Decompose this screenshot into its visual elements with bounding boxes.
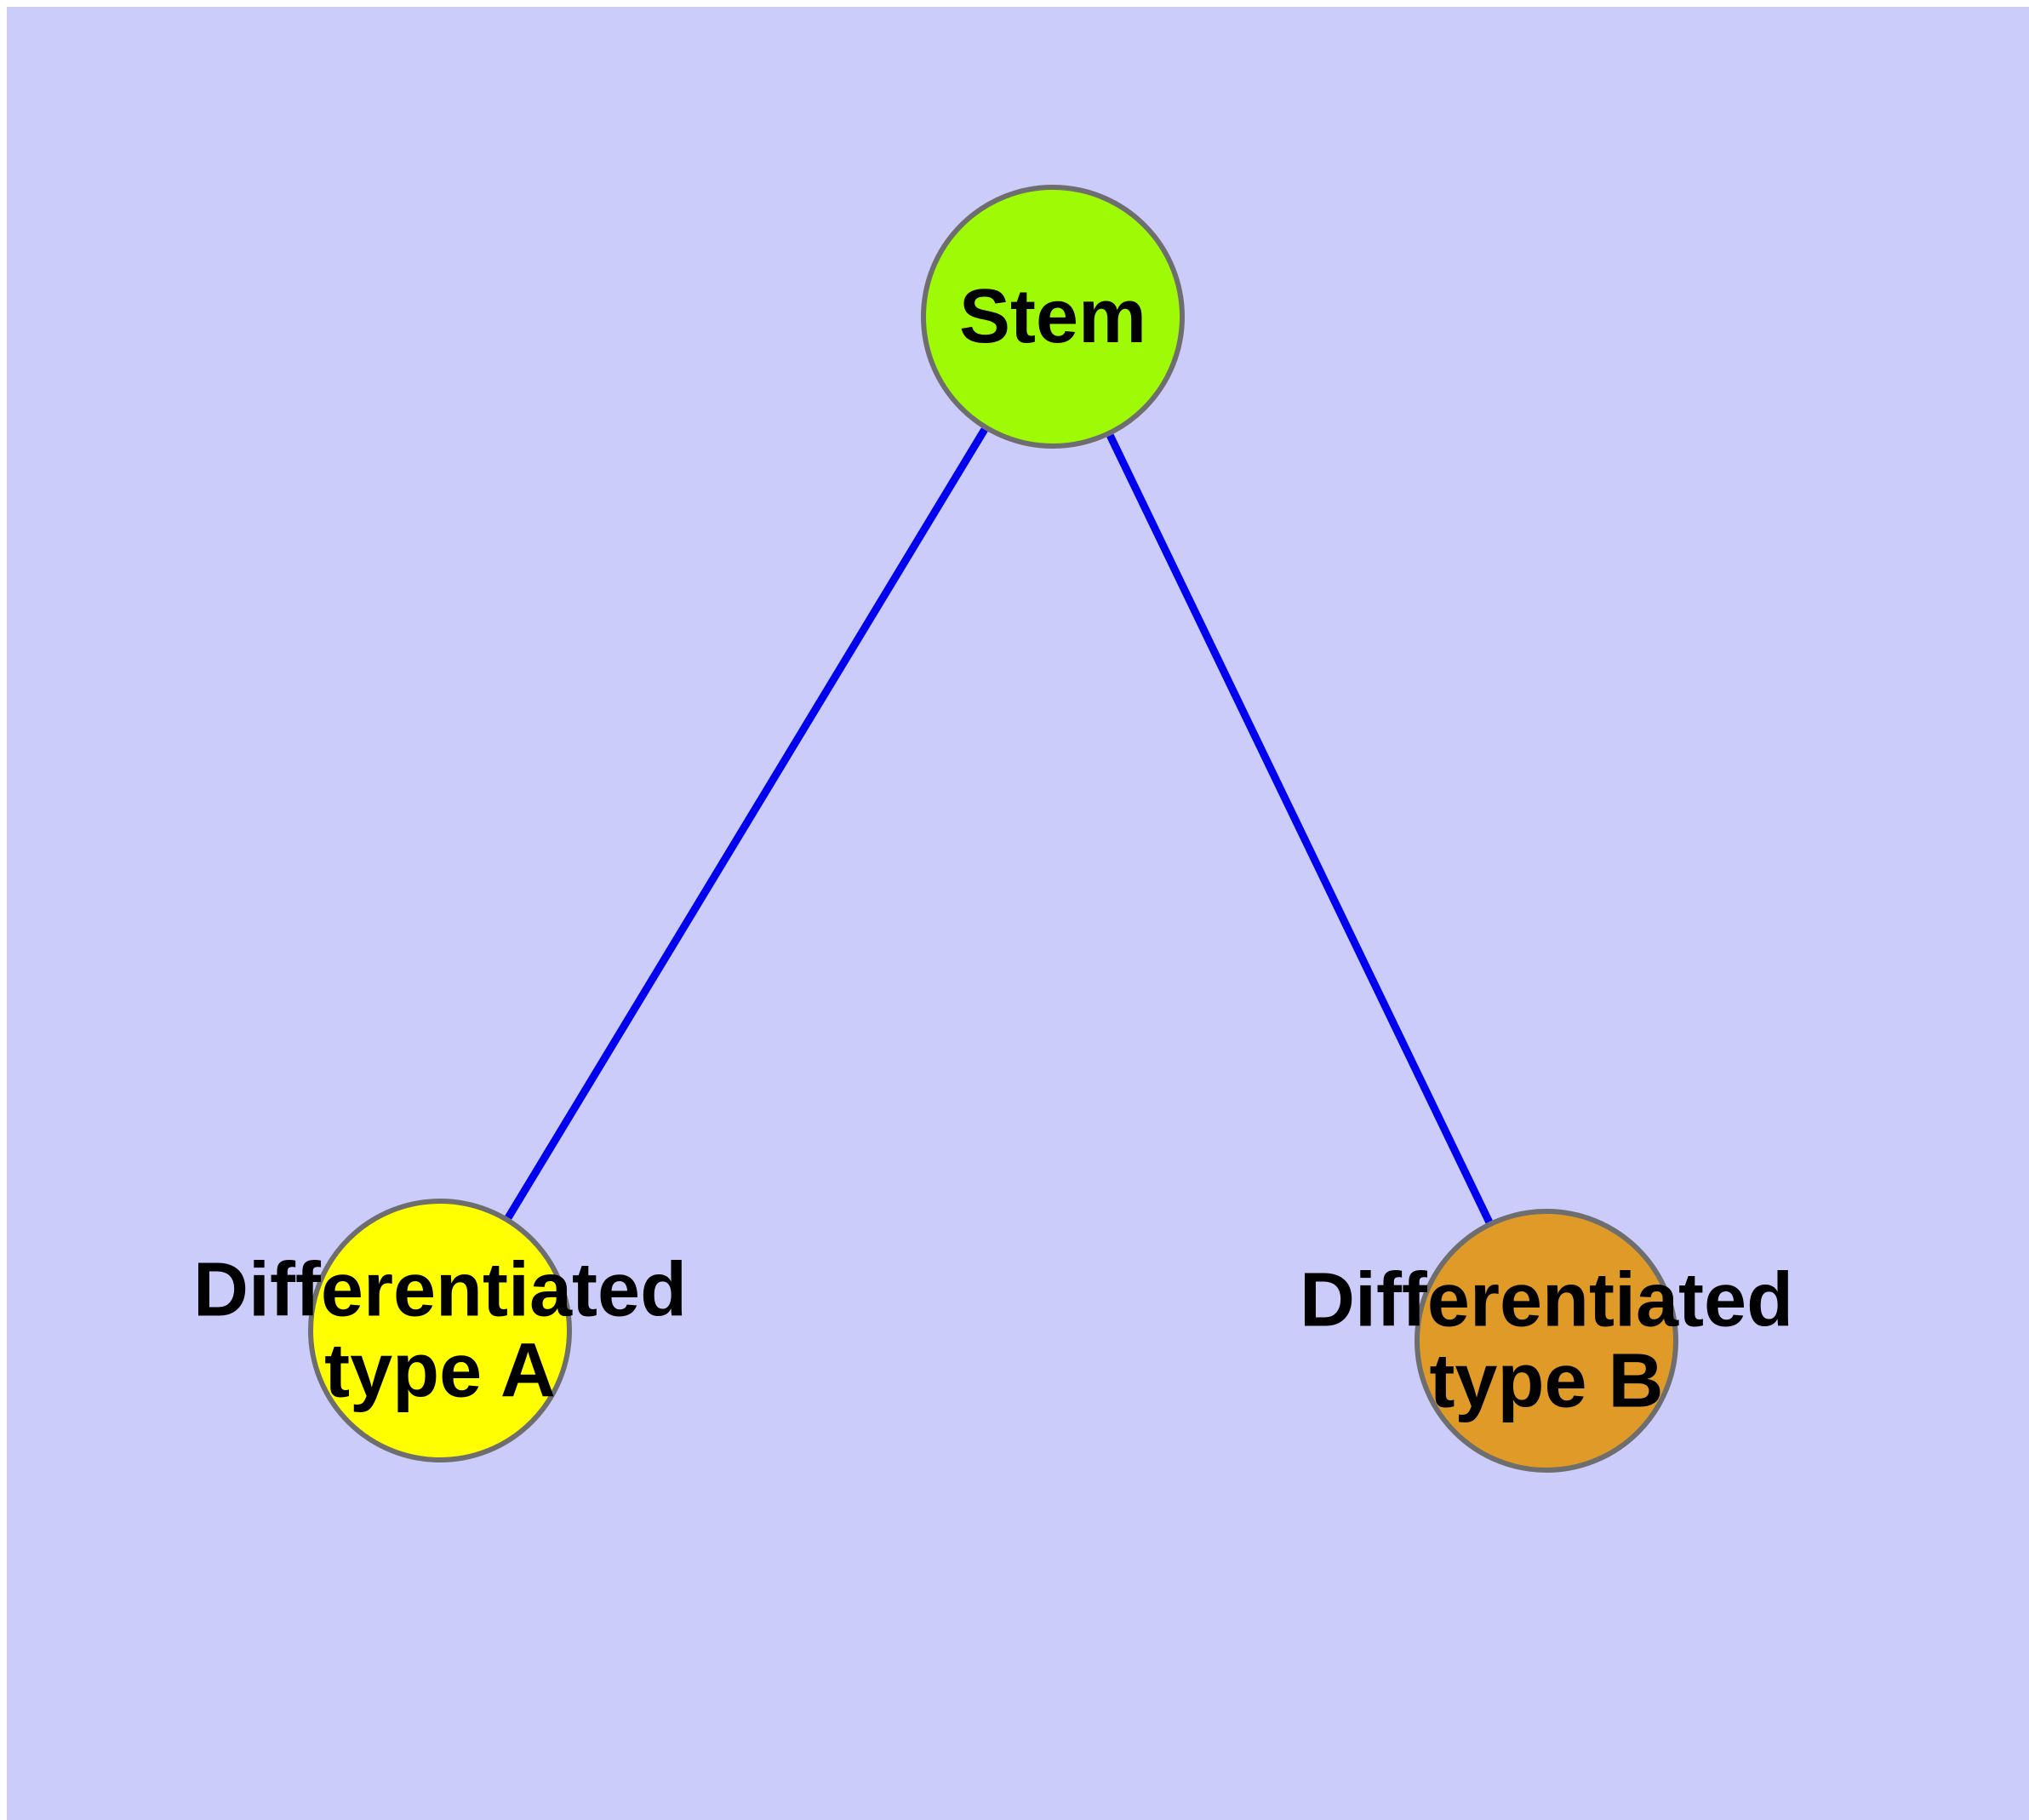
graph-node-diff_b[interactable] — [1415, 1209, 1678, 1473]
node-layer — [308, 185, 1678, 1473]
graph-node-diff_a[interactable] — [308, 1199, 572, 1462]
edge-layer — [505, 427, 1493, 1224]
graph-edge[interactable] — [1106, 433, 1493, 1224]
graph-edge[interactable] — [505, 427, 988, 1220]
graph-node-stem[interactable] — [921, 185, 1185, 449]
